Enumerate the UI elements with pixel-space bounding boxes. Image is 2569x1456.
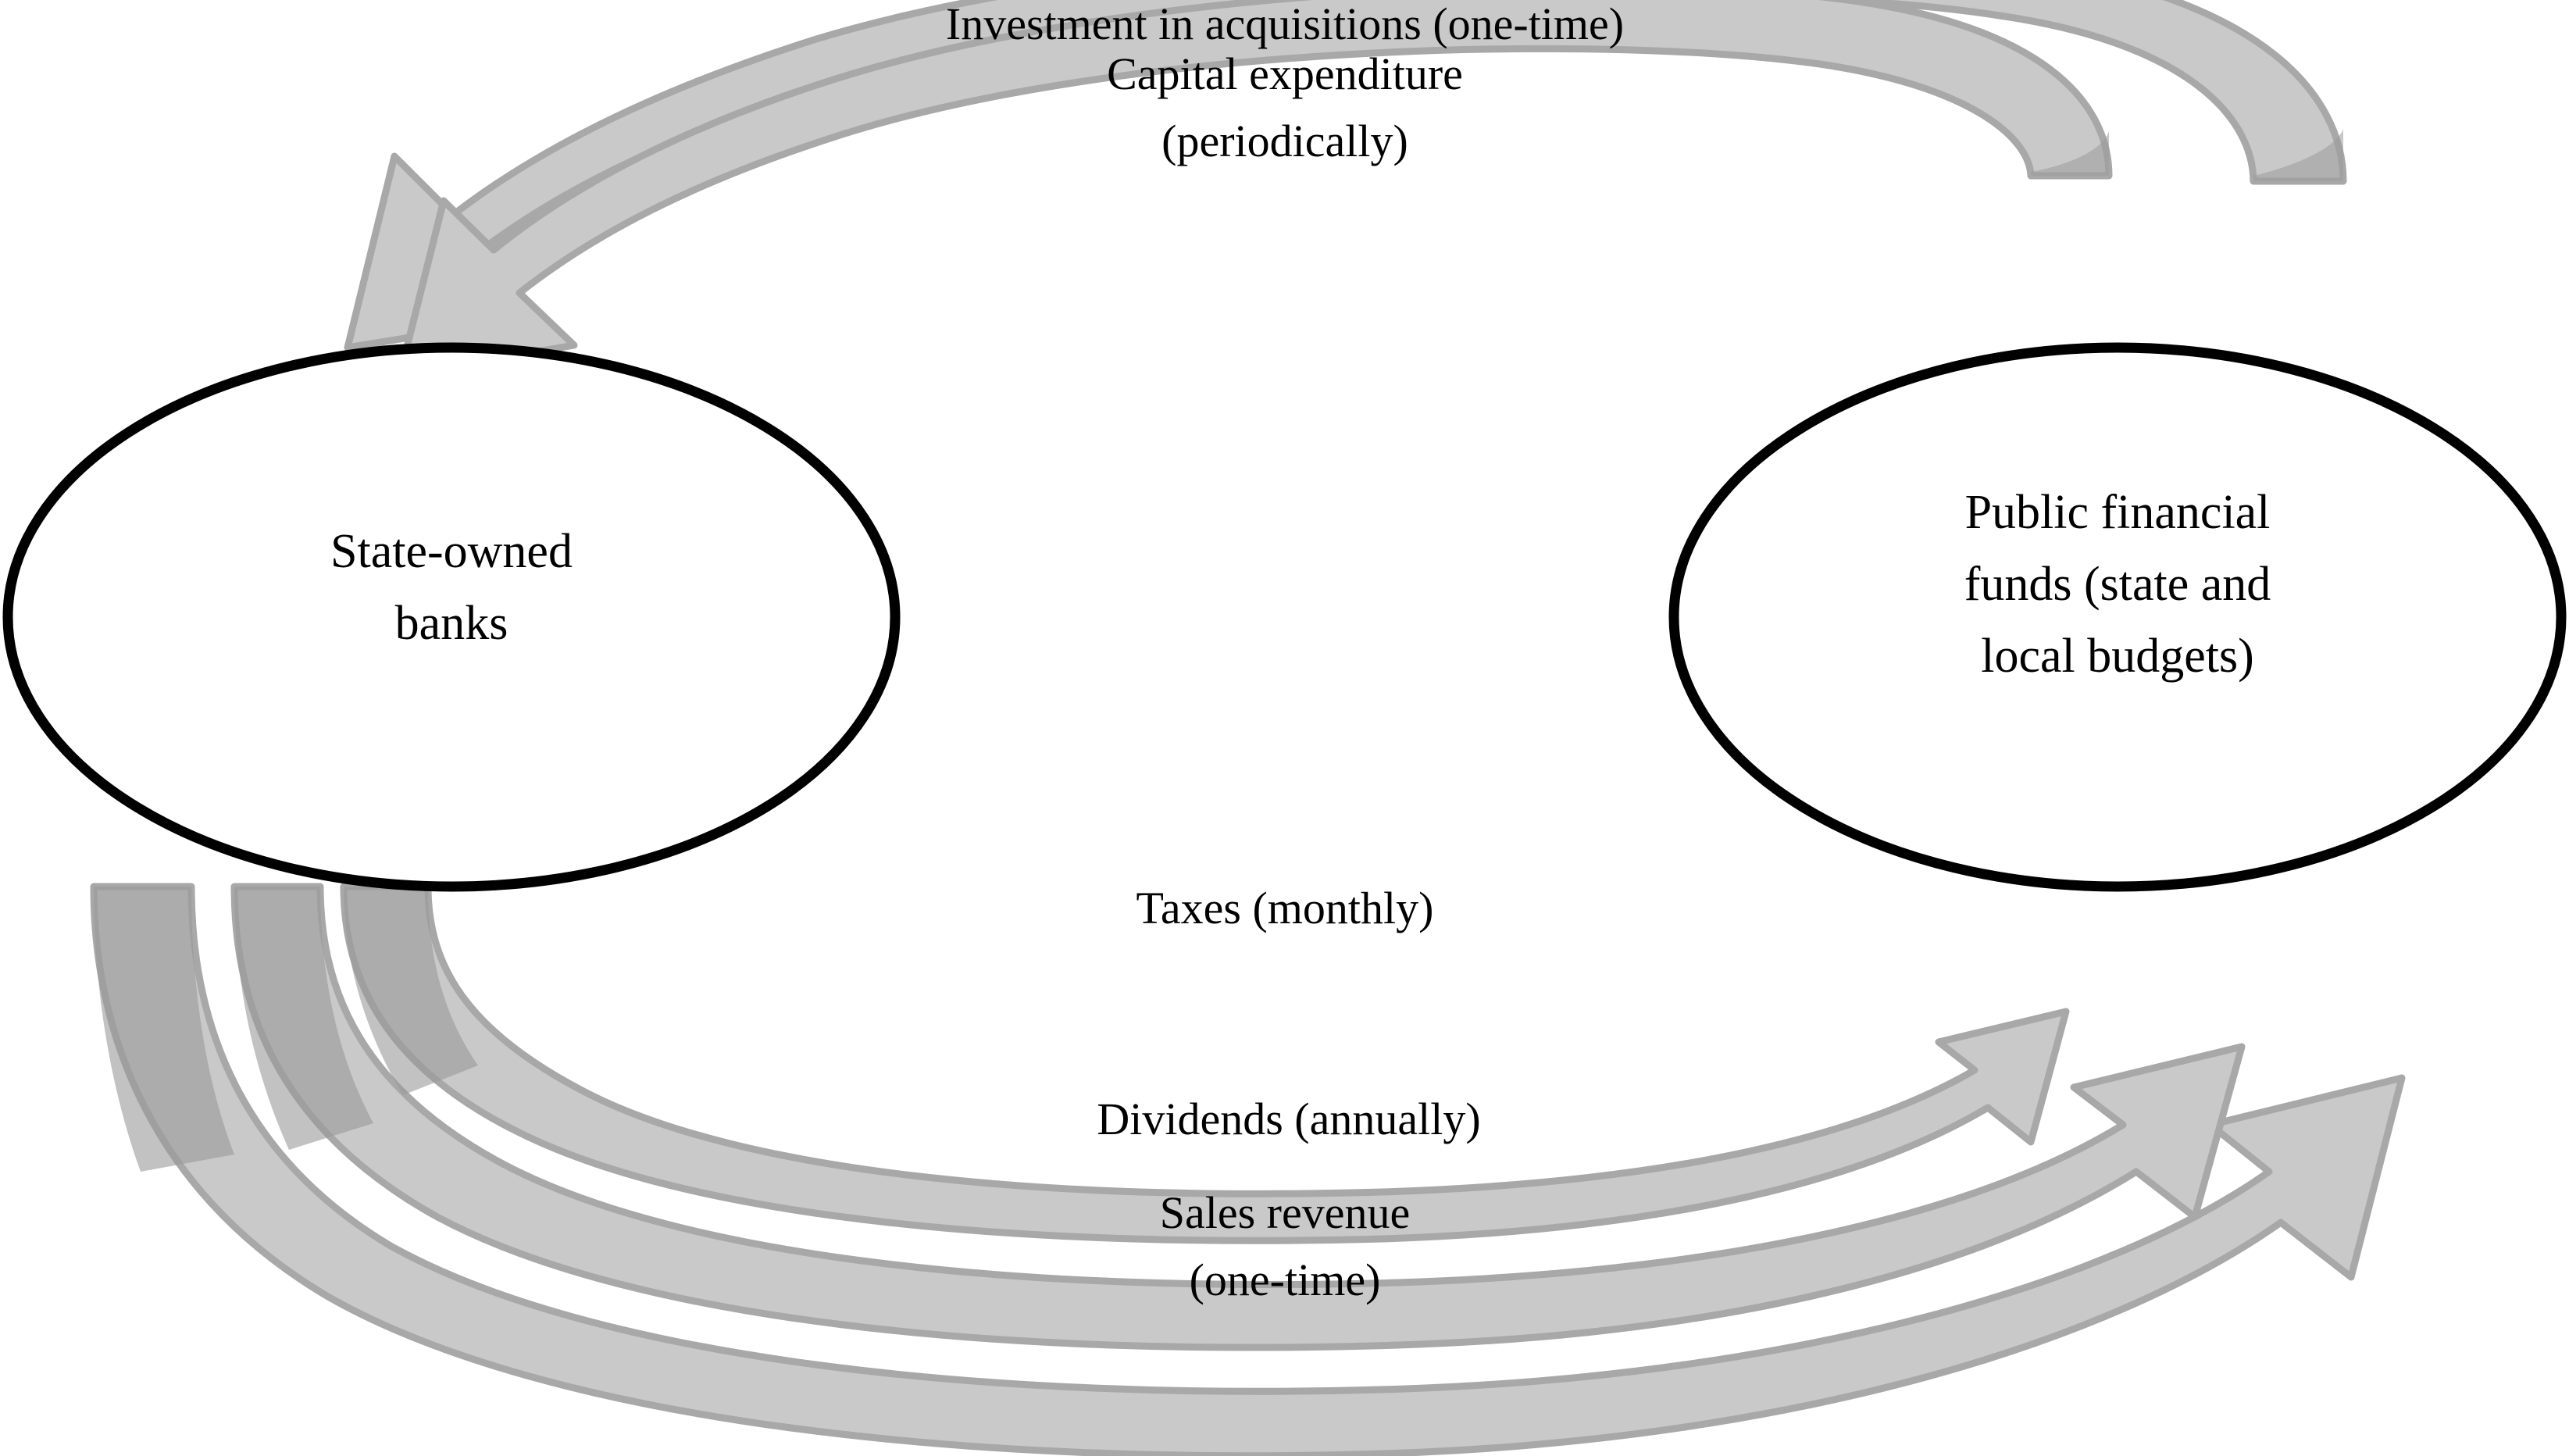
edge-bottom-tails-shading	[94, 887, 478, 1172]
edge-taxes-arrow	[340, 883, 2070, 1244]
node-state-owned-banks-ellipse[interactable]	[2, 342, 901, 892]
edge-sales-revenue-arrow	[90, 883, 2406, 1456]
edge-top-tails-shading	[2031, 129, 2343, 181]
edge-capital-expenditure-arrow	[396, 0, 2113, 379]
edge-dividends-arrow	[230, 883, 2246, 1351]
node-public-financial-funds-ellipse[interactable]	[1668, 342, 2567, 892]
